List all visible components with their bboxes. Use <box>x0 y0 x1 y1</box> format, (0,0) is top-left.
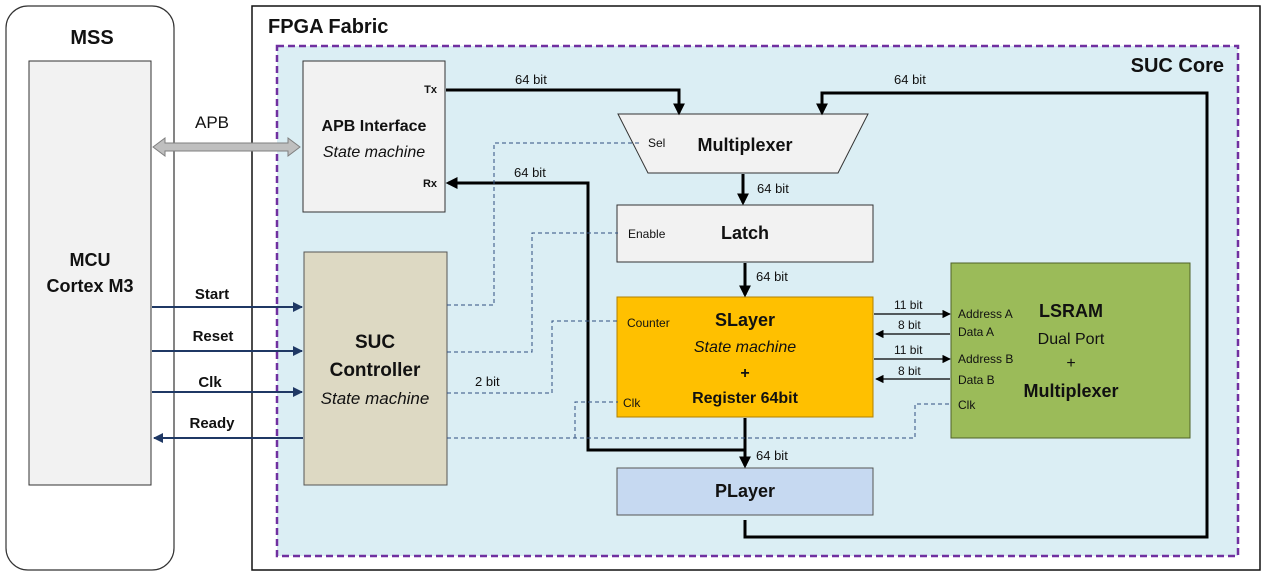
apb-interface-block <box>302 60 446 213</box>
bus-label-slayer-to-rx: 64 bit <box>514 165 546 180</box>
multiplexer-block <box>617 113 869 174</box>
clk-label: Clk <box>198 374 222 391</box>
multiplexer-title: Multiplexer <box>697 135 792 155</box>
apb-rx-port: Rx <box>423 178 438 190</box>
mcu-label-2: Cortex M3 <box>46 276 133 296</box>
bus-label-latch-to-slayer: 64 bit <box>756 269 788 284</box>
apb-label: APB <box>195 113 229 132</box>
reset-label: Reset <box>193 328 234 345</box>
start-label: Start <box>195 286 229 303</box>
lsram-data-a-port: Data A <box>958 325 994 339</box>
slayer-plus: + <box>740 365 749 382</box>
slayer-title: SLayer <box>715 310 775 330</box>
lsram-block <box>950 262 1191 439</box>
apb-interface-title: APB Interface <box>322 118 427 135</box>
controller-label-2: Controller <box>330 360 421 381</box>
lsram-clk-port: Clk <box>958 398 976 412</box>
ctrl-to-mux-sel-line <box>447 142 640 306</box>
mcu-block <box>28 60 152 486</box>
apb-interface-subtitle: State machine <box>323 144 425 161</box>
player-to-mux-bus <box>743 91 1209 539</box>
suc-core-title: SUC Core <box>1131 55 1224 77</box>
controller-label-1: SUC <box>355 332 395 353</box>
lsram-title: LSRAM <box>1039 301 1103 321</box>
bus-label-ctrl-to-counter: 2 bit <box>475 374 500 389</box>
player-title: PLayer <box>715 481 775 501</box>
latch-enable-port: Enable <box>628 227 666 241</box>
latch-title: Latch <box>721 223 769 243</box>
bus-label-player-to-mux: 64 bit <box>894 72 926 87</box>
lsram-line4: Multiplexer <box>1023 381 1118 401</box>
lsram-line2: Dual Port <box>1038 331 1105 348</box>
lsram-data-b-port: Data B <box>958 373 995 387</box>
clk-to-lsram-line <box>447 403 950 439</box>
slayer-to-rx-bus <box>445 177 747 452</box>
slayer-register: Register 64bit <box>692 390 798 407</box>
controller-subtitle: State machine <box>321 389 430 408</box>
bus-label-mux-to-latch: 64 bit <box>757 181 789 196</box>
clk-to-slayer-line <box>574 401 618 438</box>
slayer-counter-port: Counter <box>627 316 670 330</box>
slayer-clk-port: Clk <box>623 396 641 410</box>
bus-label-tx-to-mux: 64 bit <box>515 72 547 87</box>
fpga-fabric-title: FPGA Fabric <box>268 16 388 38</box>
tx-to-mux-bus <box>446 88 685 116</box>
bus-label-addr-b: 11 bit <box>894 343 923 357</box>
bus-label-slayer-to-player: 64 bit <box>756 448 788 463</box>
lsram-plus: + <box>1066 355 1075 372</box>
suc-controller-block <box>303 251 448 486</box>
bus-label-data-b: 8 bit <box>898 364 921 378</box>
ctrl-to-counter-line <box>447 320 618 394</box>
latch-block <box>616 204 874 263</box>
mss-title: MSS <box>70 27 113 49</box>
apb-tx-port: Tx <box>424 84 438 96</box>
bus-label-addr-a: 11 bit <box>894 298 923 312</box>
slayer-block <box>616 296 874 418</box>
slayer-subtitle: State machine <box>694 339 796 356</box>
mcu-label-1: MCU <box>70 250 111 270</box>
multiplexer-sel-port: Sel <box>648 136 665 150</box>
apb-bus-arrow <box>152 137 301 157</box>
ready-label: Ready <box>189 415 235 432</box>
ctrl-to-latch-enable-line <box>447 232 618 353</box>
lsram-address-a-port: Address A <box>958 307 1013 321</box>
bus-label-data-a: 8 bit <box>898 318 921 332</box>
lsram-address-b-port: Address B <box>958 352 1013 366</box>
